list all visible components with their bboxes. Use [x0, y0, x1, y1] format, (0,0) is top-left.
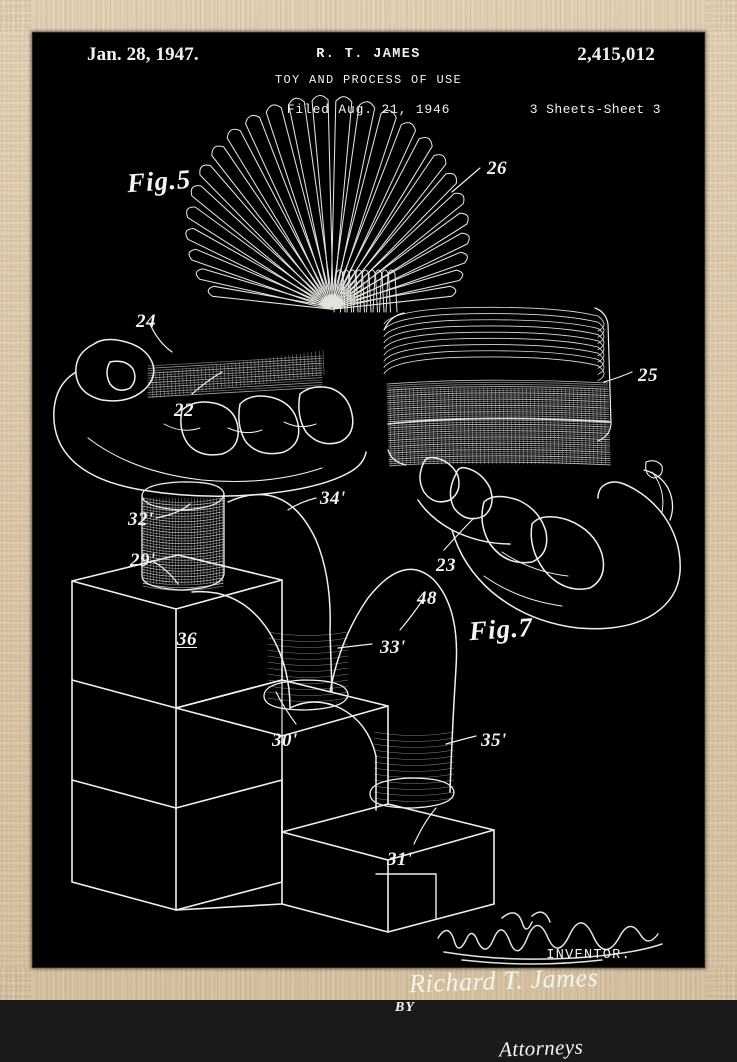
- reference-numeral-33-prime: 33': [380, 637, 406, 658]
- reference-numeral-23: 23: [436, 555, 456, 576]
- reference-numeral-30-prime: 30': [272, 730, 298, 751]
- figure-label-fig5: Fig.5: [125, 163, 193, 199]
- reference-numeral-29-prime: 29': [130, 550, 156, 571]
- reference-numeral-32-prime: 32': [128, 509, 154, 530]
- patent-title: TOY AND PROCESS OF USE: [274, 73, 463, 87]
- patent-date: Jan. 28, 1947.: [87, 44, 199, 65]
- reference-numeral-34-prime: 34': [320, 488, 346, 509]
- reference-numeral-48: 48: [417, 588, 437, 609]
- patent-inventor: R. T. JAMES: [316, 47, 421, 62]
- by-label: BY: [395, 1000, 415, 1015]
- patent-filed-date: Filed Aug. 21, 1946: [286, 102, 451, 117]
- reference-numeral-31-prime: 31': [387, 849, 413, 870]
- reference-numeral-22: 22: [174, 400, 194, 421]
- patent-number: 2,415,012: [577, 44, 655, 65]
- frame-rail-left: [0, 0, 32, 1000]
- patent-sheet-count: 3 Sheets-Sheet 3: [529, 102, 661, 117]
- reference-numeral-26: 26: [487, 158, 507, 179]
- patent-drawing-artwork: Jan. 28, 1947. R. T. JAMES 2,415,012 TOY…: [32, 32, 705, 1061]
- frame-rail-top: [0, 0, 737, 32]
- figure-label-fig7: Fig.7: [467, 611, 535, 647]
- frame-rail-right: [705, 0, 737, 1000]
- patent-print: Jan. 28, 1947. R. T. JAMES 2,415,012 TOY…: [32, 32, 705, 1061]
- reference-numeral-36: 36: [177, 629, 197, 650]
- patent-drawing-svg: [53, 94, 681, 965]
- attorneys-label: Attorneys: [498, 1034, 584, 1062]
- reference-numeral-35-prime: 35': [481, 730, 507, 751]
- reference-numeral-25: 25: [638, 365, 658, 386]
- reference-numeral-24: 24: [136, 311, 156, 332]
- frame-rail-bottom: [0, 968, 737, 1000]
- inventor-caption: INVENTOR.: [546, 948, 631, 963]
